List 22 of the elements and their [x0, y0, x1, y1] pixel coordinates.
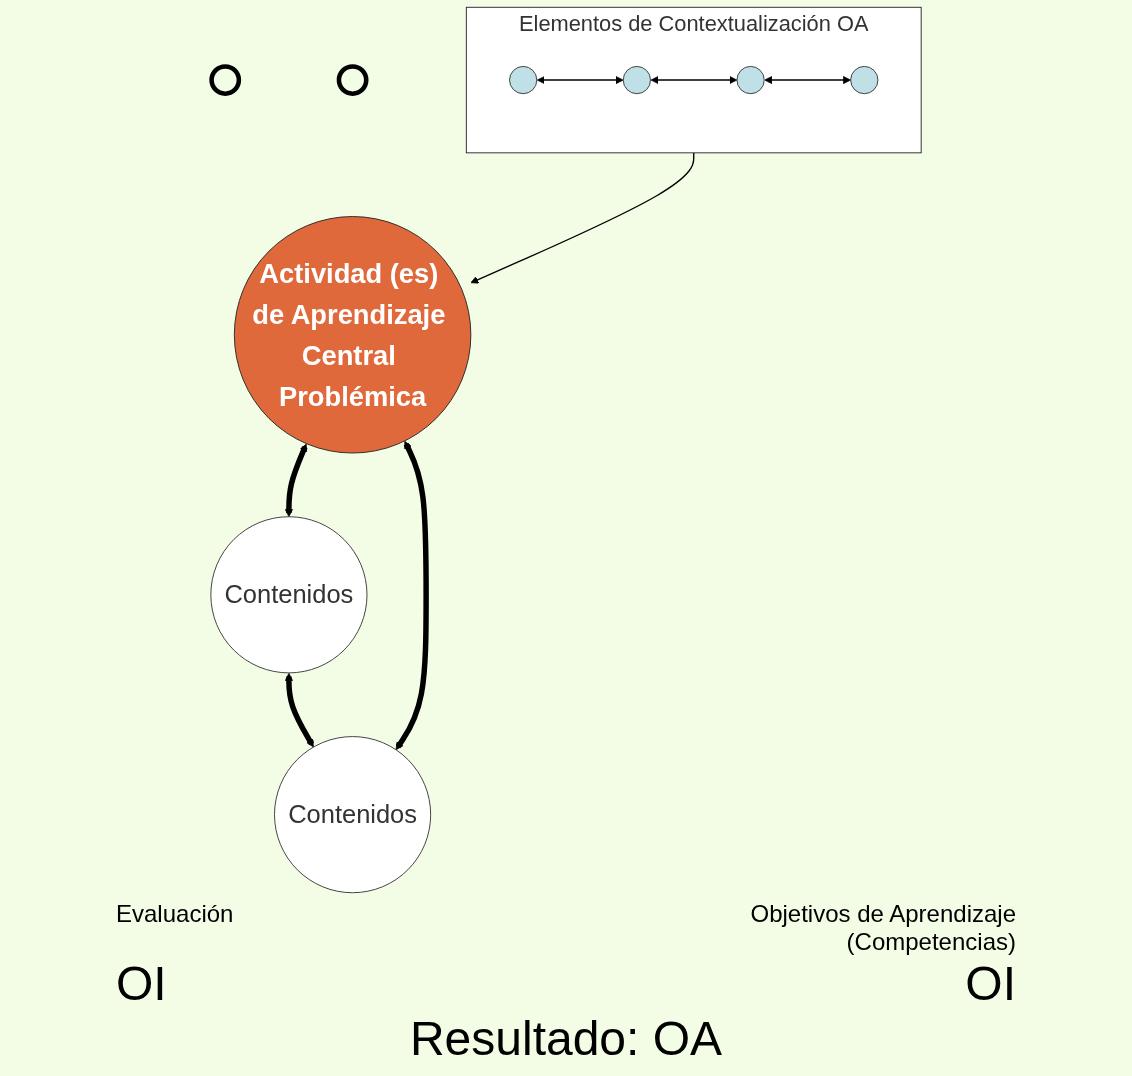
outcome-label: OI: [965, 956, 1016, 1011]
arrow: [764, 76, 852, 85]
cluster: Elementos de Contextualización OA: [465, 6, 922, 154]
node-circle: [509, 65, 538, 95]
arrow: [470, 152, 695, 284]
arrow: [536, 76, 624, 85]
outcome-label: OI: [116, 956, 167, 1011]
node-circle: Actividad (es) de Aprendizaje Central Problémica: [233, 216, 472, 454]
node-circle: [736, 65, 765, 95]
node-circle: Contenidos: [274, 736, 432, 894]
arrow: [650, 76, 738, 85]
node-circle: Contenidos: [210, 516, 368, 674]
node-circle: [850, 65, 879, 95]
node-circle: [622, 65, 651, 95]
arrow: [284, 443, 308, 518]
arrow: [284, 672, 314, 748]
node-circle: [336, 64, 369, 96]
annotation-text: Evaluación: [116, 900, 235, 929]
annotation-text: Objetivos de Aprendizaje (Competencias): [749, 900, 1016, 956]
node-circle: [209, 64, 242, 96]
arrow: [395, 440, 429, 751]
result-label: Resultado: OA: [408, 1011, 724, 1066]
